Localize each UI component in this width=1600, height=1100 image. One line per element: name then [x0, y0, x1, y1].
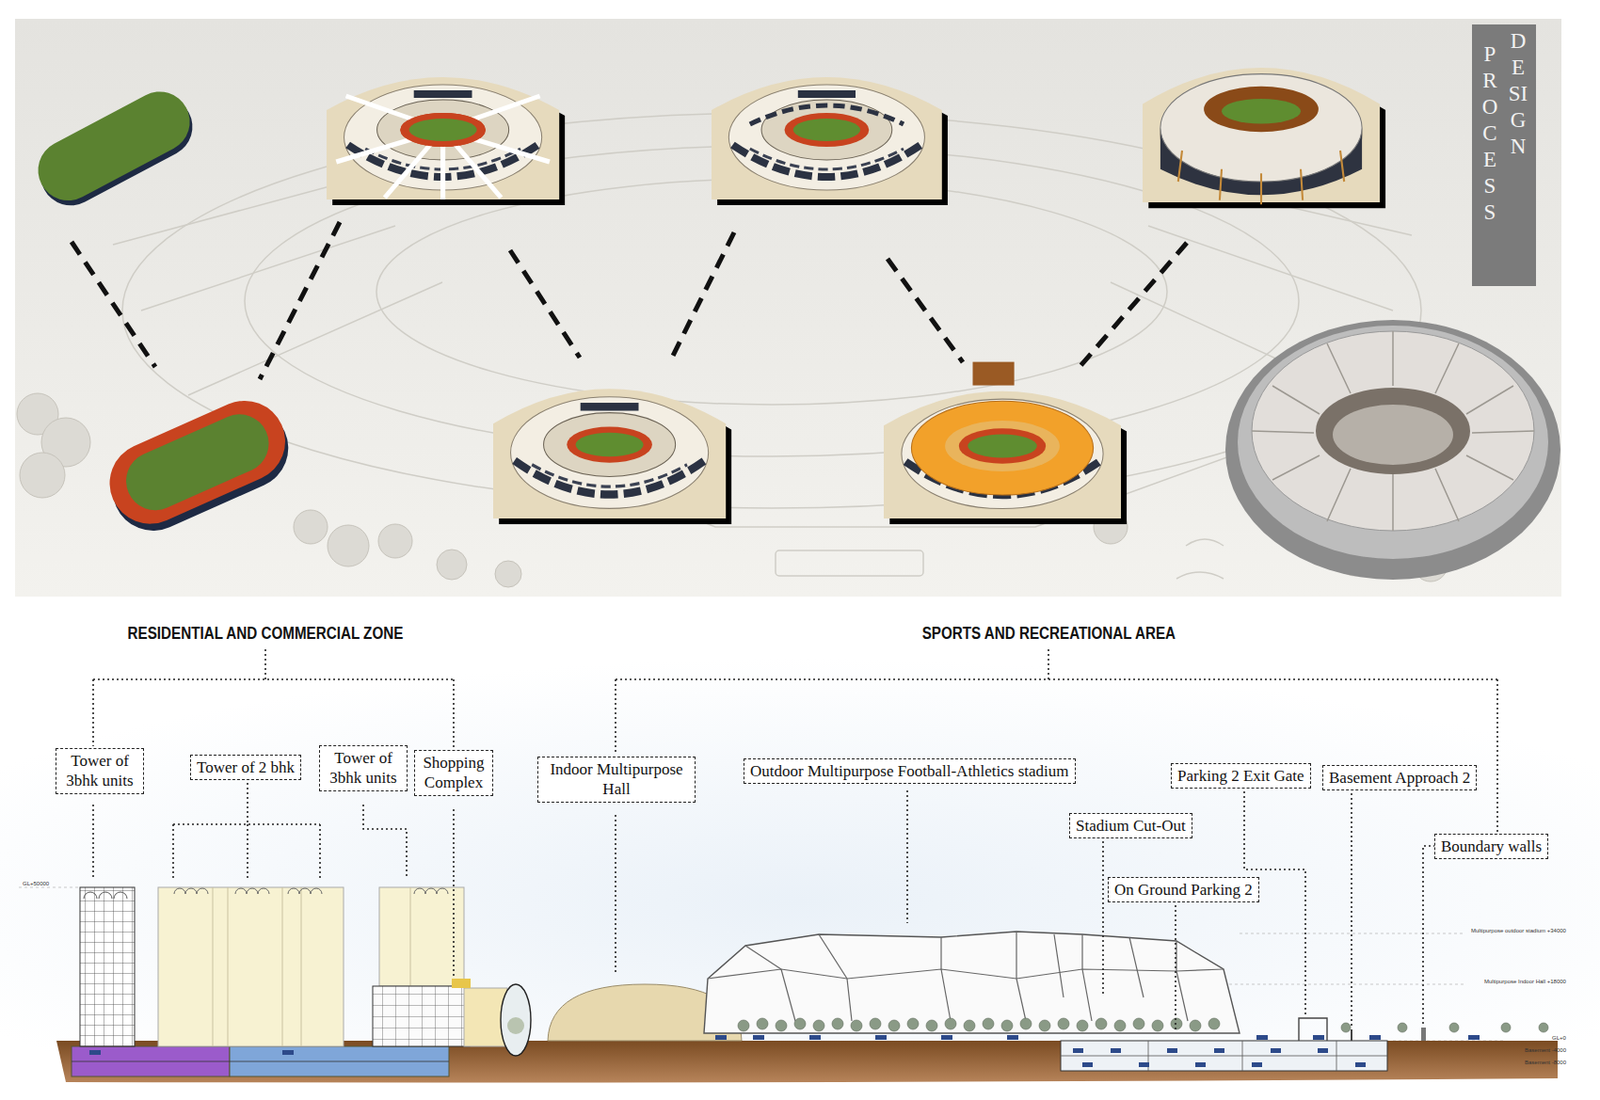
callout-box: Tower of 3bhk units — [55, 748, 144, 795]
callout-box: Tower of 3bhk units — [319, 745, 408, 792]
callout-text: Tower of 3bhk units — [62, 751, 138, 792]
level-mark: GL+50000 — [22, 880, 49, 887]
callout-box: Indoor Multipurpose Hall — [537, 756, 696, 803]
callout-text: Tower of 3bhk units — [325, 748, 401, 789]
callout-text: Outdoor Multipurpose Football-Athletics … — [750, 761, 1070, 782]
level-mark: Multipurpose Indoor Hall +18000 — [1484, 978, 1567, 985]
level-mark: Multipurpose outdoor stadium +34000 — [1471, 928, 1567, 934]
callout-box: Basement Approach 2 — [1322, 765, 1477, 791]
callout-text: Parking 2 Exit Gate — [1177, 766, 1305, 786]
zone-heading: RESIDENTIAL AND COMMERCIAL ZONE — [128, 623, 404, 644]
callout-box: On Ground Parking 2 — [1107, 877, 1260, 903]
callout-text: Boundary walls — [1440, 836, 1542, 857]
callout-text: Indoor Multipurpose Hall — [544, 759, 689, 800]
callout-box: Shopping Complex — [414, 750, 494, 797]
callout-box: Tower of 2 bhk — [190, 754, 302, 781]
level-mark: Basement -4000 — [1524, 1047, 1567, 1054]
banner-text: DESIGN — [1507, 28, 1530, 287]
callout-box: Boundary walls — [1434, 833, 1549, 860]
callout-box: Stadium Cut-Out — [1069, 813, 1193, 839]
zone-heading: SPORTS AND RECREATIONAL AREA — [922, 623, 1176, 644]
callout-text: Tower of 2 bhk — [196, 757, 295, 778]
callout-box: Outdoor Multipurpose Football-Athletics … — [743, 758, 1076, 784]
callout-box: Parking 2 Exit Gate — [1170, 763, 1312, 789]
title-banner: PROCESSDESIGN — [1472, 24, 1536, 287]
callout-text: On Ground Parking 2 — [1114, 880, 1253, 900]
level-mark: Basement -8000 — [1524, 1059, 1567, 1066]
callout-text: Stadium Cut-Out — [1075, 816, 1186, 836]
level-mark: GL+0 — [1552, 1035, 1567, 1041]
callout-text: Basement Approach 2 — [1328, 768, 1471, 788]
callout-text: Shopping Complex — [420, 752, 487, 794]
banner-text: PROCESS — [1479, 41, 1502, 287]
